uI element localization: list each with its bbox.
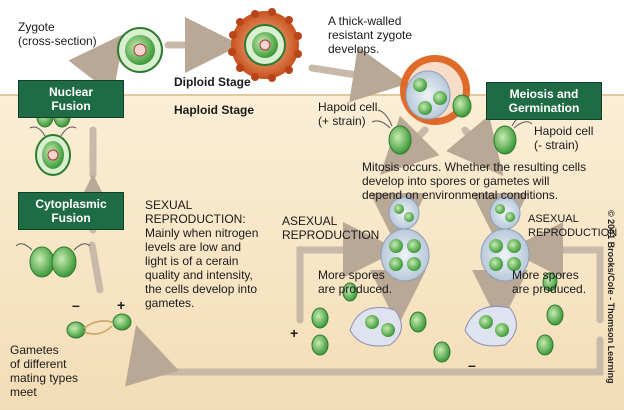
haploid-cell-minus <box>493 111 533 155</box>
mitosis-label: Mitosis occurs. Whether the resulting ce… <box>362 160 587 202</box>
germinating-zygote <box>400 55 470 125</box>
spore-sac-left <box>380 228 430 282</box>
more-spores-right-label: More spores are produced. <box>512 268 587 296</box>
minus-sign-2: – <box>468 357 476 373</box>
spore-sac-small-left <box>388 196 420 230</box>
haploid-cell-small <box>452 94 472 118</box>
copyright-text: © 2001 Brooks/Cole - Thomson Learning <box>606 210 616 384</box>
sexual-reproduction-label: SEXUAL REPRODUCTION: Mainly when nitroge… <box>145 198 259 310</box>
haploid-cell-plus <box>371 109 412 155</box>
zygote-cross-section <box>117 27 163 73</box>
released-sac-left <box>349 307 402 347</box>
plus-sign: + <box>117 297 126 313</box>
gametes-label: Gametes of different mating types meet <box>10 343 79 399</box>
spore-sac-small-right <box>489 196 521 230</box>
asexual-left-label: ASEXUAL REPRODUCTION <box>282 214 380 242</box>
plus-sign-2: + <box>290 325 299 341</box>
nuclear-fusion-box: Nuclear Fusion <box>18 80 124 118</box>
cytoplasmic-fusion-cells <box>15 243 91 278</box>
fusion-cell <box>29 126 77 176</box>
zygote-label: Zygote (cross-section) <box>18 20 97 48</box>
released-sac-right <box>464 305 517 347</box>
diploid-stage-label: Diploid Stage <box>174 75 251 89</box>
haploid-stage-label: Haploid Stage <box>174 103 255 117</box>
haploid-plus-label: Hapoid cell (+ strain) <box>318 100 378 128</box>
asexual-right-label: ASEXUAL REPRODUCTION <box>528 213 618 239</box>
cytoplasmic-fusion-box: Cytoplasmic Fusion <box>18 192 124 230</box>
haploid-minus-label: Hapoid cell (- strain) <box>534 124 594 152</box>
free-cells <box>311 272 564 363</box>
gametes-meeting <box>66 313 132 339</box>
more-spores-left-label: More spores are produced. <box>318 268 393 296</box>
minus-sign: – <box>72 297 80 313</box>
thick-walled-zygote <box>228 8 302 82</box>
meiosis-germination-box: Meiosis and Germination <box>486 82 602 120</box>
thick-walled-label: A thick-walled resistant zygote develops… <box>328 14 413 56</box>
spore-sac-right <box>480 228 530 282</box>
